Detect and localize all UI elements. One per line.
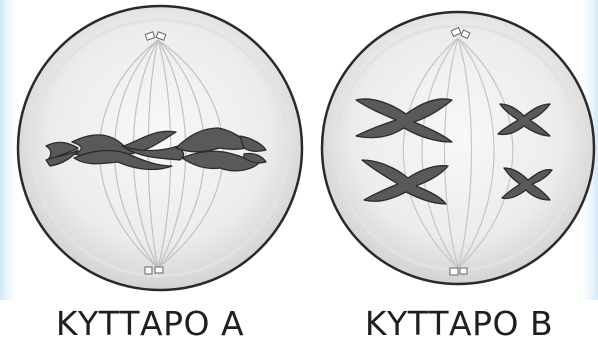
cell-a xyxy=(18,6,302,290)
cell-b xyxy=(322,12,594,284)
cell-b-membrane xyxy=(322,12,594,284)
cell-b-centrosome-bottom xyxy=(450,268,467,275)
cell-b-label: ΚΥΤΤΑΡΟ Β xyxy=(320,304,598,343)
cell-a-label: ΚΥΤΤΑΡΟ Α xyxy=(0,304,300,343)
